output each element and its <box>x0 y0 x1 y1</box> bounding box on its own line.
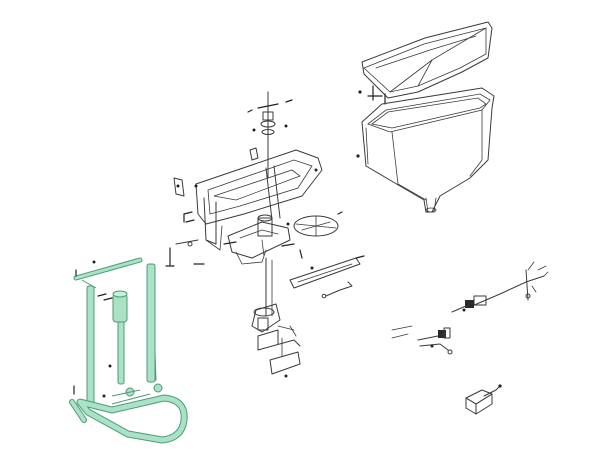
floor-stand <box>69 257 188 444</box>
lower-bracket <box>257 329 301 378</box>
gate-bracket <box>289 249 365 299</box>
hopper <box>356 87 495 213</box>
top-bolt-stack <box>247 91 293 179</box>
switch-module <box>465 384 502 415</box>
connector-plug <box>391 325 453 355</box>
motor-assembly <box>251 257 297 337</box>
hopper-lid <box>358 21 493 105</box>
spreader-frame <box>173 147 323 251</box>
wiring-harness <box>451 261 549 313</box>
small-hardware <box>165 213 205 267</box>
mounting-plate <box>223 214 295 265</box>
spinner-disc <box>286 211 343 237</box>
